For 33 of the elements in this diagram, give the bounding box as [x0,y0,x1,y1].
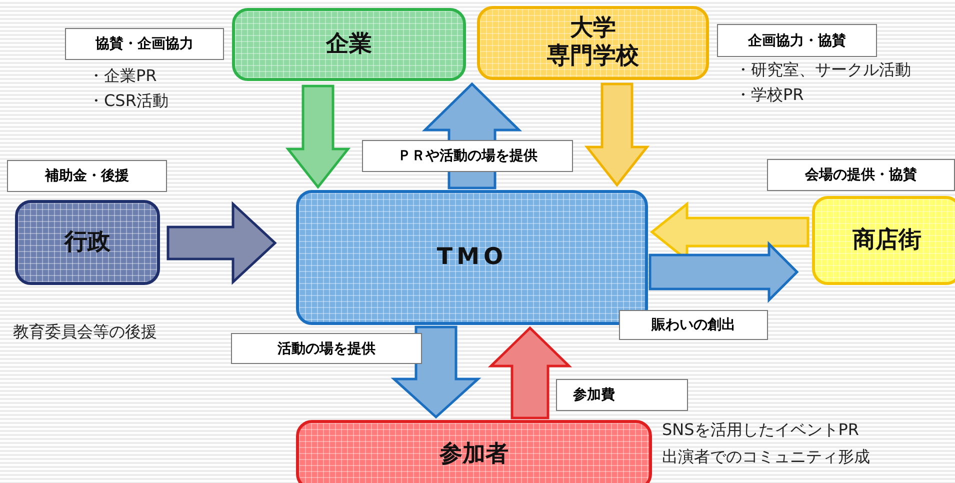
rounded-box [296,190,648,325]
note-text: SNSを活用したイベントPR [662,420,860,441]
edge-label: 賑わいの創出 [619,310,768,340]
edge-label: 参加費 [556,379,688,411]
rounded-box [477,6,709,80]
edge-label: 活動の場を提供 [231,333,422,364]
edge-label: ＰＲや活動の場を提供 [362,140,573,172]
label-box: 会場の提供・協賛 [767,159,955,191]
rounded-box [15,200,160,285]
note-text: ・研究室、サークル活動 [735,60,911,81]
note-text: ・学校PR [735,85,804,106]
rounded-box [232,8,466,81]
node-title: 参加者 [440,441,508,469]
block-arrow [390,326,482,419]
rounded-box [296,420,652,483]
label-box: 協賛・企画協力 [65,28,224,60]
note-text: 教育委員会等の後援 [13,322,157,343]
block-arrow [648,240,799,304]
note-text: ・CSR活動 [88,91,168,112]
block-arrow [166,201,277,285]
node-title: 企業 [326,30,372,58]
block-arrow [285,84,351,190]
node-title: TMO [436,244,508,272]
node-title: 大学専門学校 [547,15,639,71]
note-text: 出演者でのコミュニティ形成 [662,447,870,468]
node-title: 商店街 [852,226,922,254]
rounded-box [812,196,955,285]
label-box: 企画協力・協賛 [717,24,877,57]
block-arrow [488,326,572,420]
label-box: 補助金・後援 [7,160,167,192]
node-title: 行政 [64,228,110,256]
block-arrow [584,82,650,188]
note-text: ・企業PR [88,66,157,87]
